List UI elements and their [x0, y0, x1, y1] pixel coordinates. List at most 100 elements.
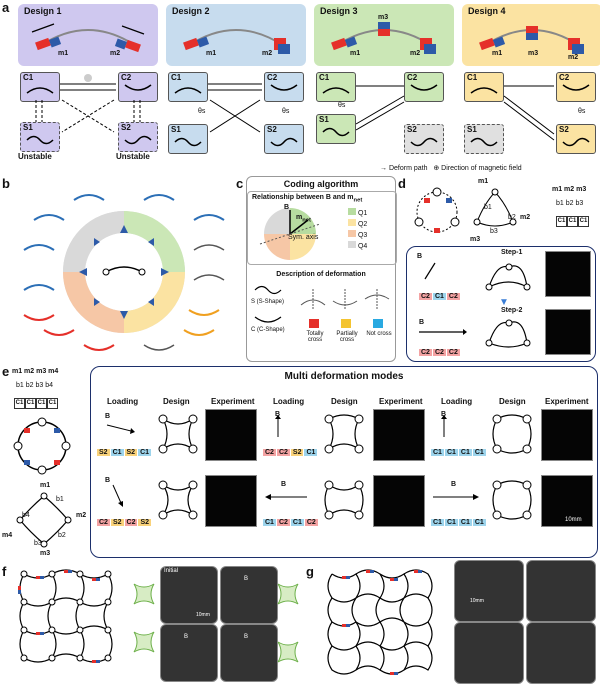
relationship-box: Relationship between B and mnet B mnet S…	[247, 191, 397, 265]
g-photo-1	[454, 560, 524, 622]
d-b1: b1	[484, 204, 492, 211]
d4-s2: S2	[556, 124, 596, 154]
d1-unstable-left: Unstable	[18, 152, 52, 161]
e-r1-B-2: B	[275, 411, 281, 418]
d1-c1: C1	[20, 72, 60, 102]
d4-theta: θs	[578, 108, 586, 115]
c-shape-label: C (C-Shape)	[251, 327, 285, 333]
e-r1-arrow-3	[441, 415, 447, 437]
design-1-m2: m2	[110, 50, 121, 57]
d3-s1: S1	[316, 114, 356, 144]
cross-diagrams	[300, 289, 390, 309]
design-3-m3: m3	[378, 14, 389, 21]
d-code-header: m1 m2 m3	[552, 186, 587, 193]
g-scale: 10mm	[470, 598, 484, 604]
e-r2-arrow-2	[265, 494, 307, 500]
d4-arrows	[503, 85, 555, 141]
d3-s2: S2	[404, 124, 444, 154]
coding-title: Coding algorithm	[283, 179, 359, 189]
design-1-box: Design 1 m1 m2	[18, 4, 158, 66]
d3-c2: C2	[404, 72, 444, 102]
coding-panel: Coding algorithm Relationship between B …	[246, 176, 397, 362]
f-photo-2-B: B	[244, 576, 249, 582]
e-labeled-diagram	[16, 492, 72, 548]
e-code-b: b1 b2 b3 b4	[16, 382, 53, 389]
e-r1-B-3: B	[441, 411, 447, 418]
d2-s1: S1	[168, 124, 208, 154]
design-3-title: Design 3	[320, 6, 358, 16]
relationship-title: Relationship between B and mnet	[252, 194, 363, 204]
description-title: Description of deformation	[276, 271, 366, 278]
deform-arrow-icon: →	[380, 165, 387, 172]
d-b2: b2	[508, 214, 516, 221]
f-lattice	[18, 569, 113, 663]
d1-c2: C2	[118, 72, 158, 102]
legend: → Deform path ⊕ Direction of magnetic fi…	[380, 164, 522, 172]
d2-arrows	[208, 83, 262, 133]
design-4-m3: m3	[528, 50, 539, 57]
design-4-diagram	[479, 26, 584, 54]
d1-unstable-right: Unstable	[116, 152, 150, 161]
coding-B: B	[284, 204, 290, 211]
d3-c1: C1	[316, 72, 356, 102]
design-2-m2: m2	[262, 50, 273, 57]
d-triangle-labeled	[473, 188, 517, 227]
g-lattice	[327, 569, 433, 675]
e-r1-photo-1	[205, 409, 257, 461]
e-m1: m1	[40, 482, 51, 489]
e-code-3: C1	[36, 398, 47, 409]
e-circle-magnets	[13, 417, 71, 475]
quadrant-legend: Q1 Q2 Q3 Q4	[348, 208, 367, 250]
step-down-arrow-icon: ▼	[499, 297, 509, 308]
e-scale-bar: 10mm	[565, 517, 582, 523]
e-r1-photo-3	[541, 409, 593, 461]
design-2-diagram	[183, 29, 290, 54]
e-b3: b3	[34, 540, 42, 547]
e-r2-arrow-3	[433, 494, 479, 500]
e-r2-B-3: B	[451, 481, 457, 488]
f-photo-4-B: B	[244, 634, 249, 640]
multi-modes-frame: Multi deformation modes Loading Design E…	[90, 366, 598, 558]
panel-label-f: f	[2, 564, 7, 579]
g-photo-4	[526, 622, 596, 684]
d3-arrows	[355, 85, 405, 131]
d-code-3: C1	[578, 216, 589, 227]
step2-photo	[545, 309, 591, 355]
e-b4: b4	[22, 512, 30, 519]
f-initial-label: Initial	[164, 568, 179, 574]
f-green-cell-top	[133, 583, 155, 605]
f-green-cell-bottom	[133, 631, 155, 653]
design-4-box: Design 4 m1 m3 m2	[462, 4, 600, 66]
f-photo-3	[160, 624, 218, 682]
e-code-2: C1	[25, 398, 36, 409]
d4-c1: C1	[464, 72, 504, 102]
f-scale: 10mm	[196, 612, 210, 618]
panel-label-e: e	[2, 364, 10, 379]
e-r2-design-1	[158, 480, 198, 520]
design-1-diagram	[31, 23, 145, 53]
panel-label-b: b	[2, 176, 10, 191]
e-r1-arrow-1	[106, 424, 135, 434]
step1-shape	[485, 263, 531, 291]
d1-s1: S1	[20, 122, 60, 152]
partially-cross-swatch	[341, 319, 351, 328]
step2-field-arrow	[419, 329, 467, 335]
e-m3: m3	[40, 550, 51, 557]
e-r2-photo-2	[373, 475, 425, 527]
totally-cross-swatch	[309, 319, 319, 328]
panel-label-c: c	[236, 176, 244, 191]
d4-c2: C2	[556, 72, 596, 102]
d4-s1: S1	[464, 124, 504, 154]
e-b2: b2	[58, 532, 66, 539]
e-code-4: C1	[47, 398, 58, 409]
quadrant-circle	[259, 208, 321, 260]
panel-label-a: a	[2, 0, 10, 15]
e-r2-arrow-1	[112, 484, 123, 507]
f-photo-3-B: B	[184, 634, 189, 640]
